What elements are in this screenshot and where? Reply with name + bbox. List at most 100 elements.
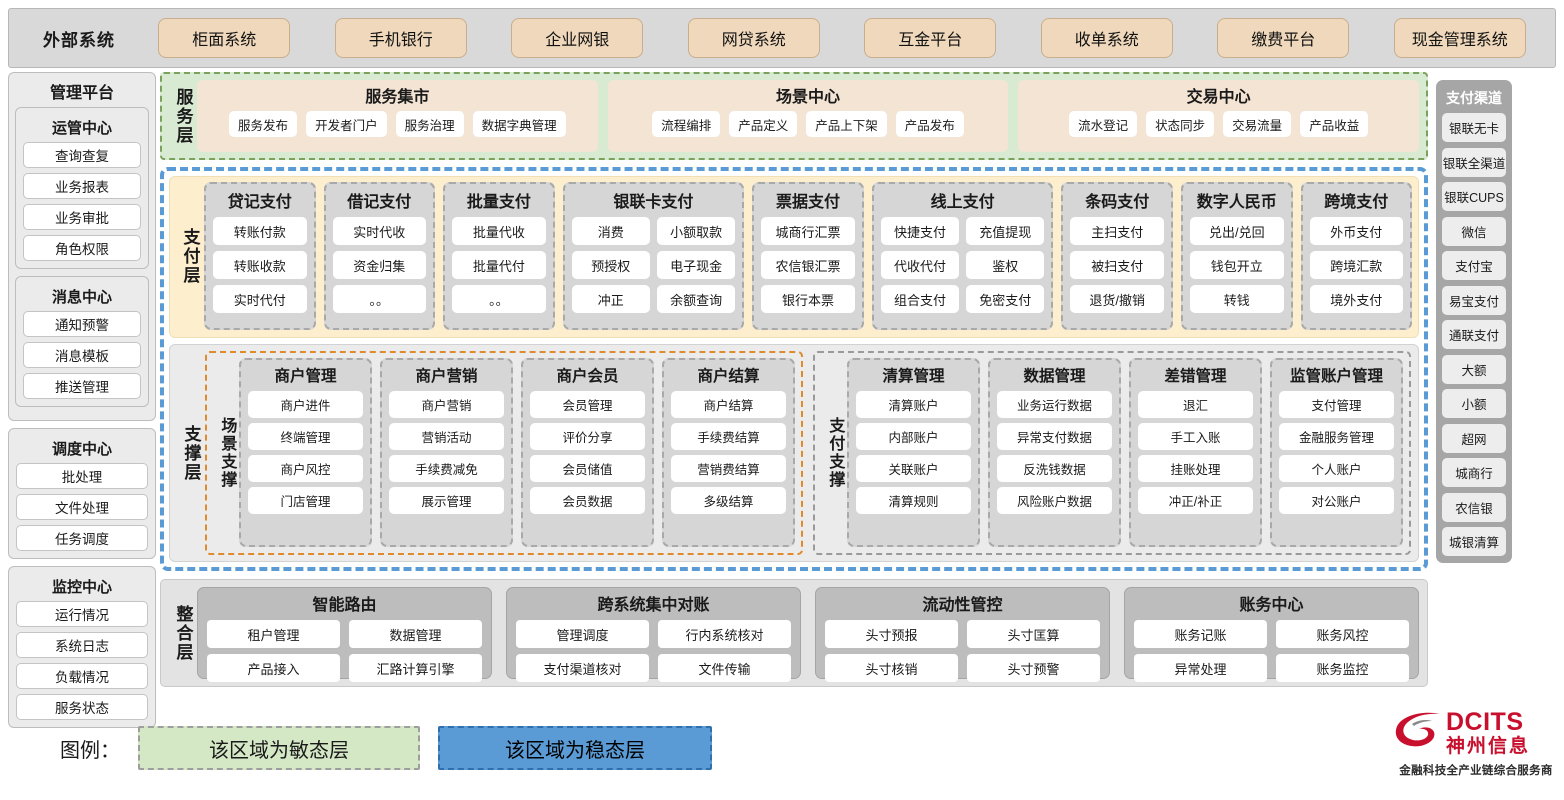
payment-item[interactable]: 免密支付 [966, 285, 1045, 313]
integration-item[interactable]: 账务记账 [1134, 620, 1267, 648]
support-item[interactable]: 手工入账 [1138, 423, 1253, 450]
payment-item[interactable]: 冲正 [571, 285, 650, 313]
service-item[interactable]: 产品收益 [1300, 111, 1369, 137]
payment-item[interactable]: 被扫支付 [1070, 251, 1164, 279]
payment-item[interactable]: 转账收款 [213, 251, 307, 279]
support-item[interactable]: 手续费结算 [671, 423, 786, 450]
sidebar-item[interactable]: 查询查复 [23, 142, 141, 168]
integration-item[interactable]: 头寸预报 [825, 620, 958, 648]
payment-item[interactable]: 批量代付 [452, 251, 546, 279]
support-item[interactable]: 关联账户 [856, 455, 971, 482]
payment-channel-item[interactable]: 支付宝 [1442, 251, 1506, 280]
support-item[interactable]: 评价分享 [530, 423, 645, 450]
service-item[interactable]: 产品上下架 [806, 111, 887, 137]
support-item[interactable]: 商户进件 [248, 391, 363, 418]
support-item[interactable]: 终端管理 [248, 423, 363, 450]
payment-item[interactable]: 批量代收 [452, 217, 546, 245]
service-item[interactable]: 产品定义 [729, 111, 798, 137]
sidebar-item[interactable]: 消息模板 [23, 342, 141, 368]
support-item[interactable]: 对公账户 [1279, 487, 1394, 514]
sidebar-item[interactable]: 推送管理 [23, 373, 141, 399]
integration-item[interactable]: 支付渠道核对 [516, 654, 649, 682]
payment-item[interactable]: 资金归集 [332, 251, 427, 279]
payment-item[interactable]: 退货/撤销 [1070, 285, 1164, 313]
integration-item[interactable]: 租户管理 [207, 620, 340, 648]
support-item[interactable]: 清算规则 [856, 487, 971, 514]
payment-channel-item[interactable]: 城银清算 [1442, 527, 1506, 556]
payment-item[interactable]: 主扫支付 [1070, 217, 1164, 245]
support-item[interactable]: 营销活动 [389, 423, 504, 450]
payment-item[interactable]: 城商行汇票 [761, 217, 855, 245]
support-item[interactable]: 异常支付数据 [997, 423, 1112, 450]
sidebar-item[interactable]: 业务报表 [23, 173, 141, 199]
payment-item[interactable]: 。。 [332, 285, 427, 313]
support-item[interactable]: 多级结算 [671, 487, 786, 514]
payment-channel-item[interactable]: 银联全渠道 [1442, 147, 1506, 177]
payment-item[interactable]: 实时代付 [213, 285, 307, 313]
support-item[interactable]: 展示管理 [389, 487, 504, 514]
support-item[interactable]: 个人账户 [1279, 455, 1394, 482]
support-item[interactable]: 金融服务管理 [1279, 423, 1394, 450]
integration-item[interactable]: 异常处理 [1134, 654, 1267, 682]
external-system-chip[interactable]: 现金管理系统 [1393, 18, 1526, 58]
payment-item[interactable]: 快捷支付 [880, 217, 960, 245]
sidebar-item[interactable]: 通知预警 [23, 311, 141, 337]
sidebar-item[interactable]: 业务审批 [23, 204, 141, 230]
service-item[interactable]: 流程编排 [652, 111, 721, 137]
support-item[interactable]: 挂账处理 [1138, 455, 1253, 482]
service-item[interactable]: 服务发布 [229, 111, 298, 137]
sidebar-item[interactable]: 负载情况 [16, 663, 148, 689]
support-item[interactable]: 手续费减免 [389, 455, 504, 482]
payment-channel-item[interactable]: 小额 [1442, 389, 1506, 418]
support-item[interactable]: 业务运行数据 [997, 391, 1112, 418]
sidebar-item[interactable]: 运行情况 [16, 601, 148, 627]
service-item[interactable]: 产品发布 [895, 111, 964, 137]
payment-item[interactable]: 转钱 [1190, 285, 1284, 313]
integration-item[interactable]: 账务风控 [1276, 620, 1409, 648]
sidebar-item[interactable]: 文件处理 [16, 494, 148, 520]
support-item[interactable]: 支付管理 [1279, 391, 1394, 418]
payment-item[interactable]: 。。 [452, 285, 546, 313]
integration-item[interactable]: 头寸核销 [825, 654, 958, 682]
external-system-chip[interactable]: 企业网银 [511, 18, 644, 58]
payment-item[interactable]: 钱包开立 [1190, 251, 1284, 279]
payment-item[interactable]: 跨境汇款 [1309, 251, 1404, 279]
service-item[interactable]: 服务治理 [395, 111, 464, 137]
payment-item[interactable]: 充值提现 [966, 217, 1045, 245]
payment-item[interactable]: 小额取款 [656, 217, 736, 245]
service-item[interactable]: 数据字典管理 [472, 111, 566, 137]
payment-item[interactable]: 预授权 [571, 251, 650, 279]
service-item[interactable]: 开发者门户 [306, 111, 387, 137]
payment-item[interactable]: 实时代收 [332, 217, 427, 245]
payment-item[interactable]: 转账付款 [213, 217, 307, 245]
integration-item[interactable]: 产品接入 [207, 654, 340, 682]
payment-item[interactable]: 代收代付 [880, 251, 960, 279]
sidebar-item[interactable]: 服务状态 [16, 694, 148, 720]
external-system-chip[interactable]: 互金平台 [864, 18, 997, 58]
payment-item[interactable]: 电子现金 [656, 251, 736, 279]
integration-item[interactable]: 文件传输 [658, 654, 791, 682]
integration-item[interactable]: 账务监控 [1276, 654, 1409, 682]
service-item[interactable]: 流水登记 [1069, 111, 1138, 137]
payment-channel-item[interactable]: 易宝支付 [1442, 285, 1506, 315]
sidebar-item[interactable]: 角色权限 [23, 235, 141, 261]
service-item[interactable]: 交易流量 [1223, 111, 1292, 137]
payment-channel-item[interactable]: 城商行 [1442, 458, 1506, 487]
payment-item[interactable]: 银行本票 [761, 285, 855, 313]
support-item[interactable]: 冲正/补正 [1138, 487, 1253, 514]
integration-item[interactable]: 数据管理 [349, 620, 482, 648]
support-item[interactable]: 风险账户数据 [997, 487, 1112, 514]
support-item[interactable]: 内部账户 [856, 423, 971, 450]
support-item[interactable]: 反洗钱数据 [997, 455, 1112, 482]
support-item[interactable]: 商户结算 [671, 391, 786, 418]
support-item[interactable]: 会员储值 [530, 455, 645, 482]
support-item[interactable]: 商户风控 [248, 455, 363, 482]
payment-item[interactable]: 消费 [571, 217, 650, 245]
support-item[interactable]: 商户营销 [389, 391, 504, 418]
payment-item[interactable]: 兑出/兑回 [1190, 217, 1284, 245]
payment-channel-item[interactable]: 微信 [1442, 216, 1506, 246]
integration-item[interactable]: 管理调度 [516, 620, 649, 648]
sidebar-item[interactable]: 系统日志 [16, 632, 148, 658]
integration-item[interactable]: 头寸预警 [967, 654, 1100, 682]
support-item[interactable]: 门店管理 [248, 487, 363, 514]
